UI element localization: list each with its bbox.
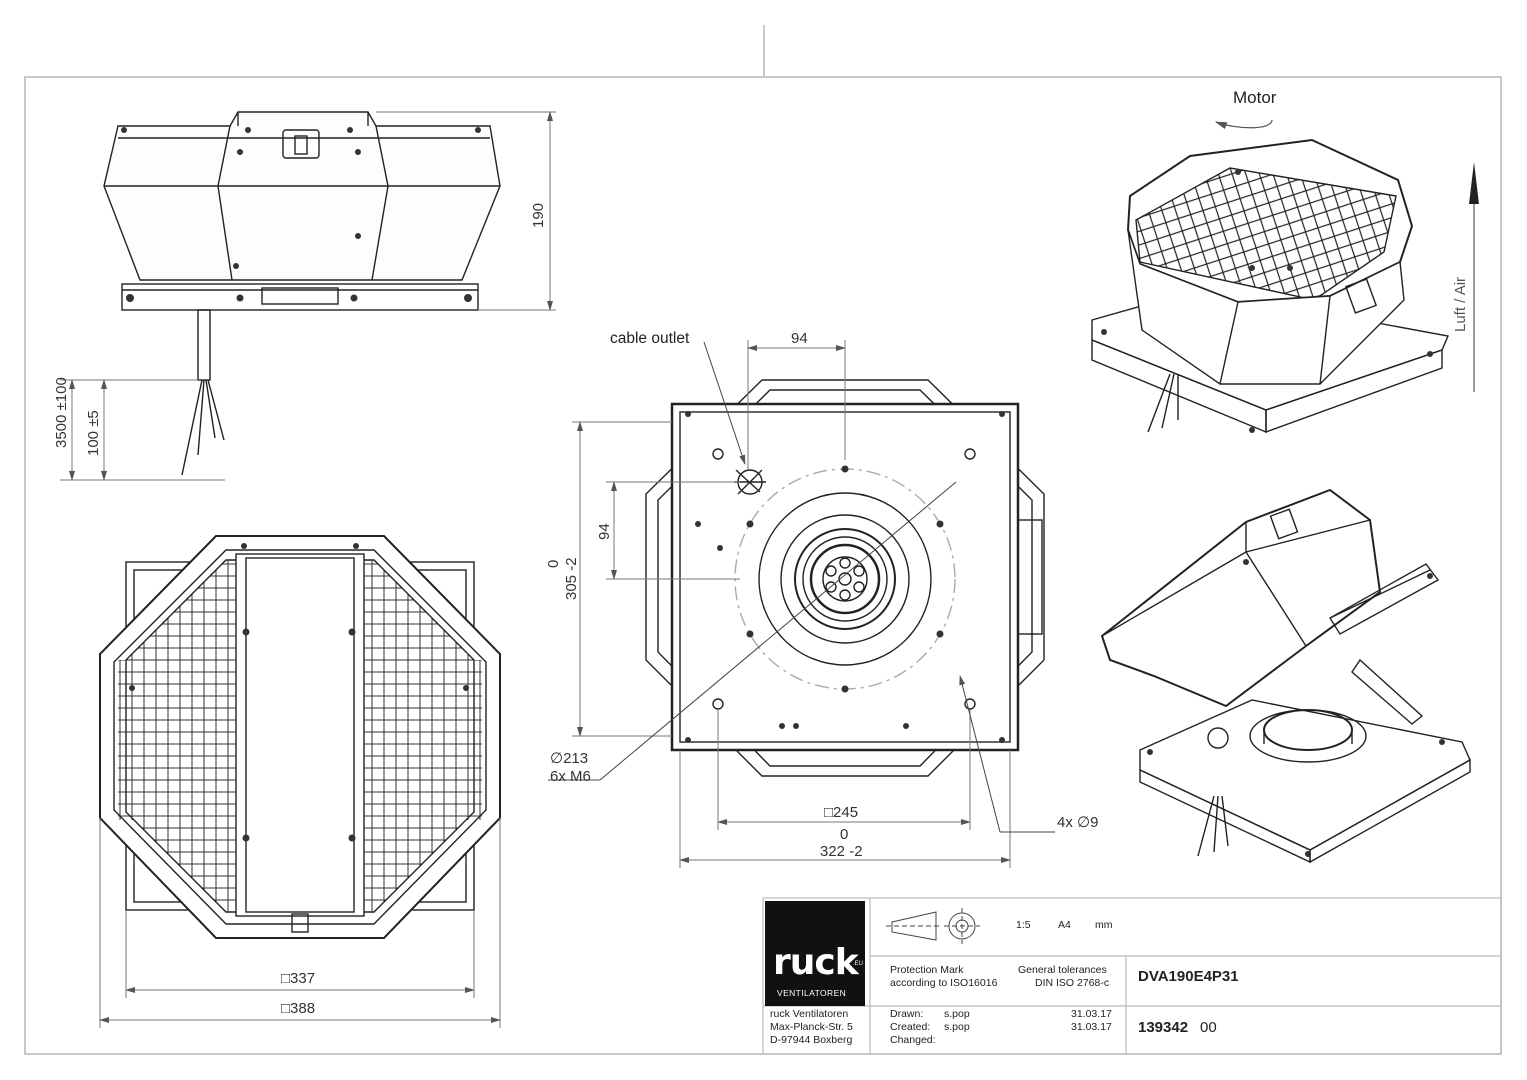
protection-mark-line1: Protection Mark	[890, 964, 964, 976]
dim-outer-width: 322 -2	[820, 843, 863, 860]
dim-mount-holes: 4x ∅9	[1057, 814, 1099, 831]
bottom-view-dimensions	[548, 340, 1055, 868]
scale: 1:5	[1016, 919, 1031, 931]
company-city: D-97944 Boxberg	[770, 1034, 853, 1046]
dim-height: 190	[530, 202, 547, 228]
airflow-arrow	[1469, 162, 1479, 392]
airflow-label: Luft / Air	[1452, 276, 1469, 332]
dim-outer-zero: 0	[840, 826, 849, 843]
revision: 00	[1200, 1019, 1217, 1036]
drawn-label: Drawn:	[890, 1008, 924, 1020]
logo-suffix: .EU	[853, 961, 864, 967]
logo-word: ruck	[773, 942, 859, 983]
tolerances-line1: General tolerances	[1018, 964, 1107, 976]
isometric-view-closed	[1091, 138, 1449, 434]
dim-top-width: 94	[791, 330, 808, 347]
drawn-date: 31.03.17	[1071, 1008, 1112, 1020]
changed-label: Changed:	[890, 1034, 936, 1046]
motor-label: Motor	[1233, 88, 1277, 107]
dim-base-outer: □388	[281, 1000, 316, 1017]
created-date: 31.03.17	[1071, 1021, 1112, 1033]
dim-frame-tolerance-zero: 0	[545, 559, 562, 568]
created-by: s.pop	[944, 1021, 970, 1033]
dim-side-height: 94	[596, 523, 613, 540]
unit: mm	[1095, 919, 1113, 931]
dim-frame-height: 305 -2	[563, 557, 580, 600]
created-label: Created:	[890, 1021, 931, 1033]
projection-symbol	[886, 908, 980, 944]
drawn-by: s.pop	[944, 1008, 970, 1020]
drawing-number: 139342	[1138, 1019, 1189, 1036]
top-view	[99, 535, 501, 939]
motor-rotation-arrow	[1214, 119, 1273, 130]
dim-inner-square: □245	[824, 804, 859, 821]
top-view-dimensions	[99, 818, 501, 1028]
isometric-view-open	[1100, 488, 1471, 864]
ruck-logo: ruck .EU VENTILATOREN	[765, 901, 865, 1006]
bottom-view	[645, 379, 1045, 777]
tolerances-line2: DIN ISO 2768-c	[1035, 977, 1110, 989]
logo-subtitle: VENTILATOREN	[777, 988, 847, 998]
side-view	[103, 111, 501, 476]
company-name: ruck Ventilatoren	[770, 1008, 849, 1020]
dim-cable-strip: 100 ±5	[85, 410, 102, 456]
paper-size: A4	[1058, 919, 1071, 931]
title-block	[762, 897, 1502, 1055]
dim-hole-circle-thread: 6x M6	[550, 768, 591, 785]
dim-cable-length: 3500 ±100	[53, 377, 70, 448]
model-number: DVA190E4P31	[1138, 968, 1239, 985]
dim-base-inner: □337	[281, 970, 316, 987]
company-street: Max-Planck-Str. 5	[770, 1021, 853, 1033]
protection-mark-line2: according to ISO16016	[890, 977, 998, 989]
dim-hole-circle-dia: ∅213	[550, 750, 589, 767]
cable-outlet-label: cable outlet	[610, 330, 690, 347]
side-view-dimensions	[60, 111, 556, 481]
